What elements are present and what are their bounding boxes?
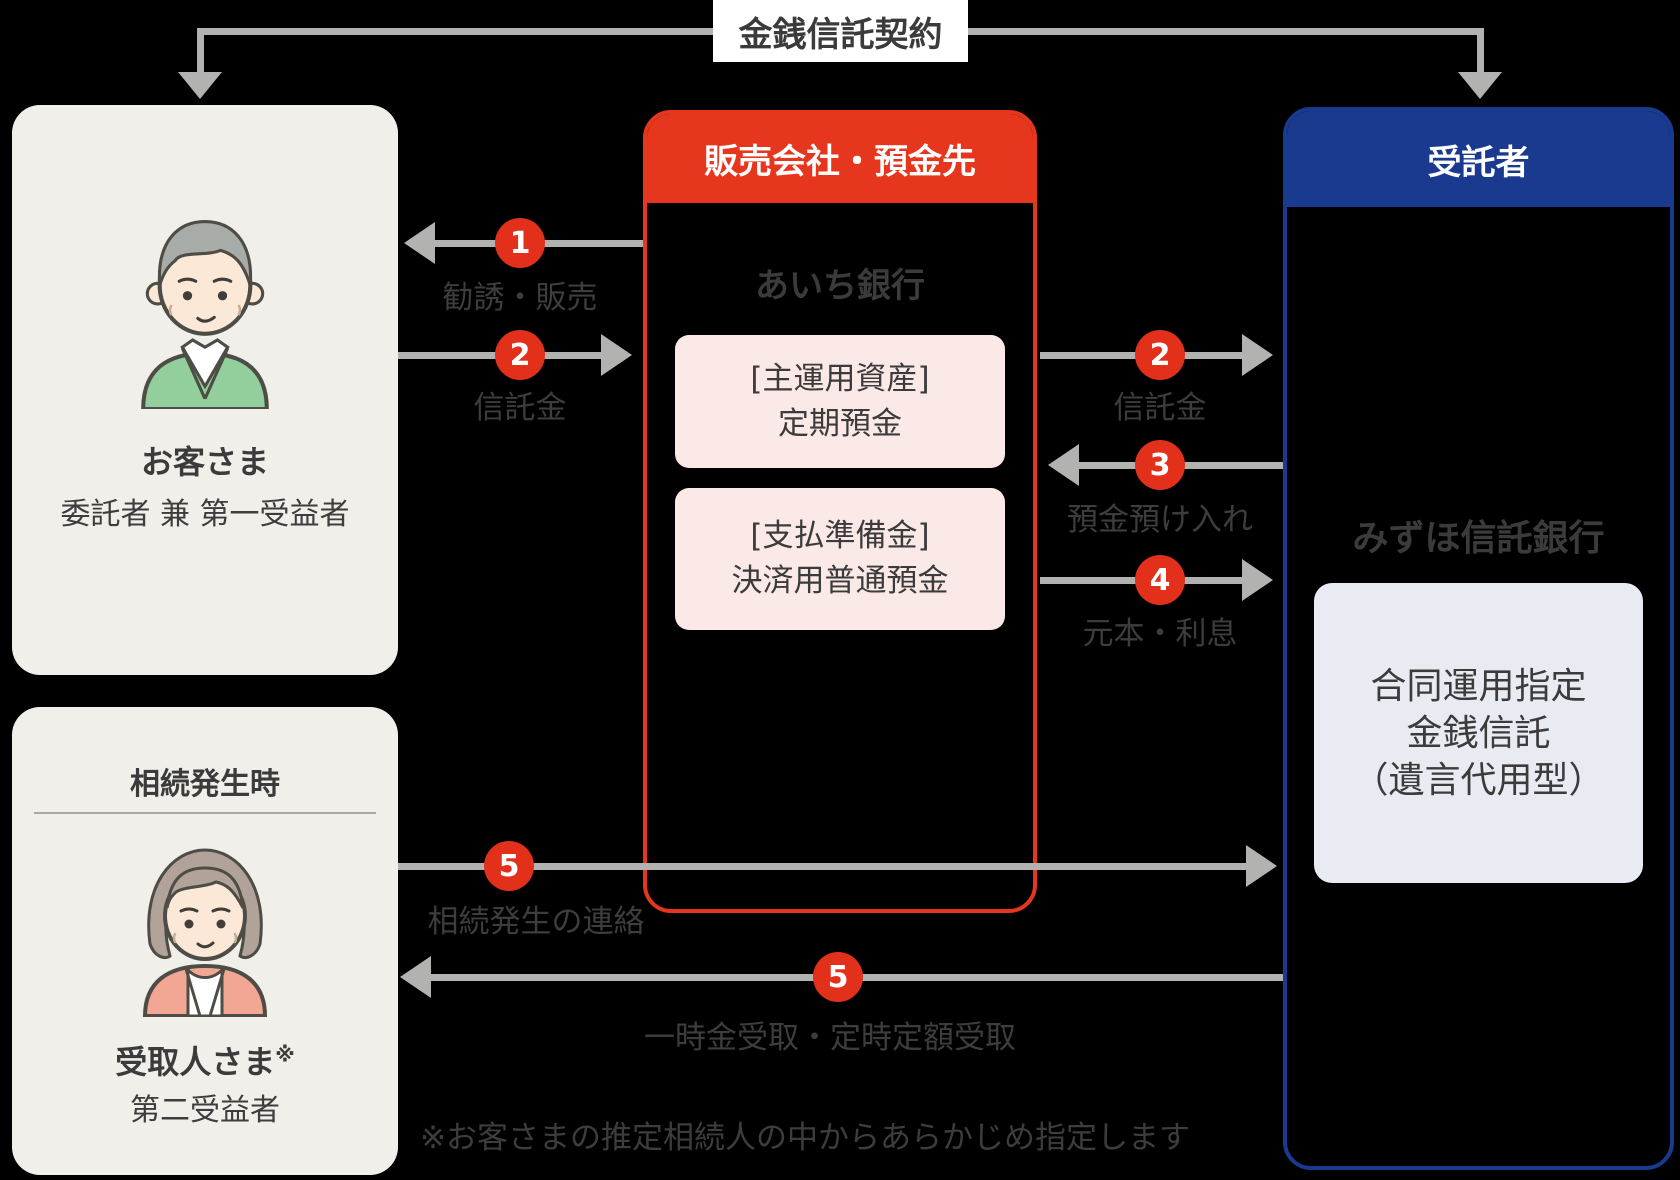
heir-box-divider [34,812,376,814]
customer-name: お客さま [140,443,269,481]
arrow-2-left-right-icon [601,334,632,376]
arrow-3-label: 預金預け入れ [1067,502,1253,538]
step-5-receive-badge: 5 [813,952,863,1002]
arrow-down-right-icon [1458,72,1502,99]
sales-bank-name: あいち銀行 [755,266,925,306]
step-2-left-badge: 2 [495,330,545,380]
sales-company-box: 販売会社・預金先 あいち銀行 [主運用資産] 定期預金 [支払準備金] 決済用普… [643,110,1037,913]
arrow-2-right-right-icon [1242,334,1273,376]
arrow-3-left-icon [1048,444,1079,486]
trustee-bank-name: みずほ信託銀行 [1352,518,1605,559]
elderly-woman-illustration [142,848,268,1017]
arrow-5-notify-label: 相続発生の連絡 [427,904,645,940]
arrow-5-receive-left-icon [400,956,431,998]
step-1-badge: 1 [495,218,545,268]
arrow-4-label: 元本・利息 [1082,616,1238,652]
contract-connector-left-drop [197,28,204,74]
arrow-1-label: 勧誘・販売 [442,280,598,316]
heir-box-heading: 相続発生時 [130,767,280,802]
payment-reserve-box: [支払準備金] 決済用普通預金 [675,488,1005,630]
customer-box: お客さま 委託者 兼 第一受益者 [12,105,398,675]
step-3-badge: 3 [1135,440,1185,490]
trust-product-box: 合同運用指定 金銭信託 （遺言代用型） [1314,583,1643,883]
heir-role: 第二受益者 [130,1093,280,1128]
customer-role: 委託者 兼 第一受益者 [60,497,350,532]
arrow-1-left-icon [404,222,435,264]
contract-connector-right-drop [1477,28,1484,74]
heir-name-note-mark: ※ [275,1042,295,1067]
step-5-notify-badge: 5 [484,841,534,891]
footnote: ※お客さまの推定相続人の中からあらかじめ指定します [420,1120,1190,1156]
trustee-header: 受託者 [1287,111,1670,207]
sales-company-header: 販売会社・預金先 [647,114,1033,203]
contract-banner-label: 金銭信託契約 [738,14,943,55]
arrow-2-left-label: 信託金 [473,390,567,426]
heir-box: 相続発生時 受取人さま※ 第二受益者 [12,707,398,1175]
arrow-5-notify-line [398,863,1247,870]
arrow-down-left-icon [178,72,222,99]
arrow-4-right-icon [1242,559,1273,601]
arrow-5-receive-label: 一時金受取・定時定額受取 [644,1020,1016,1056]
elderly-man-illustration [141,219,269,409]
heir-name: 受取人さま※ [115,1042,295,1081]
arrow-2-right-label: 信託金 [1113,390,1207,426]
arrow-5-notify-right-icon [1246,845,1277,887]
main-asset-box: [主運用資産] 定期預金 [675,335,1005,468]
trustee-box: 受託者 みずほ信託銀行 合同運用指定 金銭信託 （遺言代用型） [1283,107,1674,1170]
step-2-right-badge: 2 [1135,330,1185,380]
contract-banner: 金銭信託契約 [713,0,968,62]
step-4-badge: 4 [1135,555,1185,605]
